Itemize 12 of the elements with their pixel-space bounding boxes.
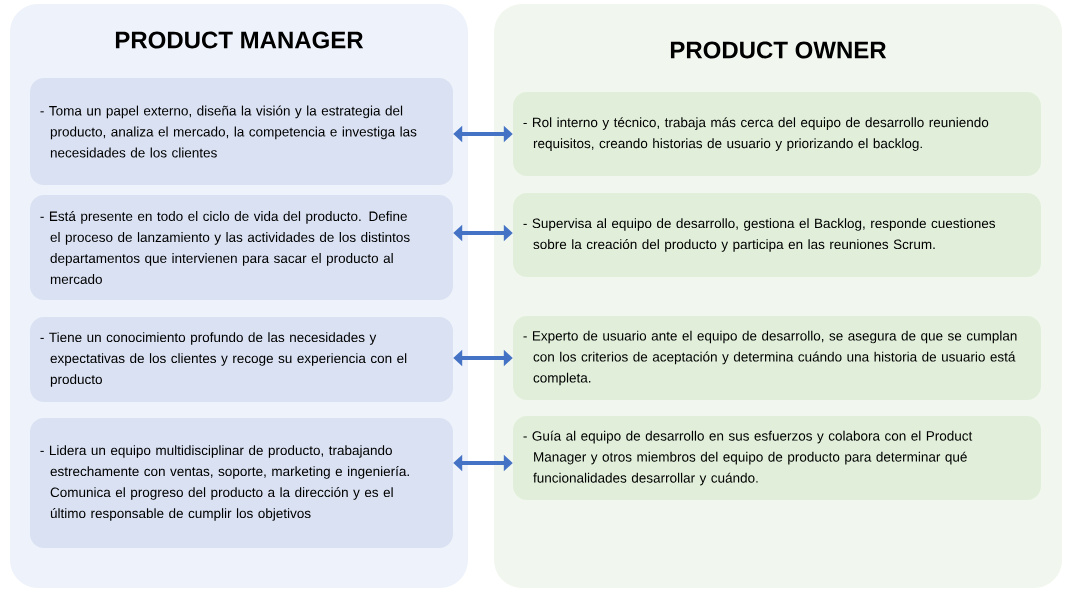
text-box: - Toma un papel externo, diseña la visión y la estrategia del producto, analiza el mercado, la competencia e investiga las necesidades de los clientes xyxy=(30,78,453,185)
text-box: - Está presente en todo el ciclo de vida del producto. Define el proceso de lanzamiento y las actividades de los distintos departamentos que intervienen para sacar el producto al mercado xyxy=(30,195,453,300)
text-box: - Experto de usuario ante el equipo de desarrollo, se asegura de que se cumplan con los criterios de aceptación y determina cuándo una historia de usuario está completa. xyxy=(513,316,1041,400)
text-box: - Rol interno y técnico, trabaja más cerca del equipo de desarrollo reuniendo requisitos, creando historias de usuario y priorizando el backlog. xyxy=(513,92,1041,176)
text-box: - Lidera un equipo multidisciplinar de producto, trabajando estrechamente con ventas, soporte, marketing e ingeniería. Comunica el progreso del producto a la dirección y es el último responsable de cumplir los objetivos xyxy=(30,418,453,548)
double-arrow xyxy=(453,454,513,472)
double-arrow xyxy=(453,349,513,367)
text-box: - Supervisa al equipo de desarrollo, gestiona el Backlog, responde cuestiones sobre la creación del producto y participa en las reuniones Scrum. xyxy=(513,193,1041,277)
text-box: - Tiene un conocimiento profundo de las necesidades y expectativas de los clientes y recoge su experiencia con el producto xyxy=(30,317,453,402)
double-arrow xyxy=(453,224,513,242)
text-box: - Guía al equipo de desarrollo en sus esfuerzos y colabora con el Product Manager y otros miembros del equipo de producto para determinar qué funcionalidades desarrollar y cuándo. xyxy=(513,416,1041,500)
double-arrow xyxy=(453,125,513,143)
